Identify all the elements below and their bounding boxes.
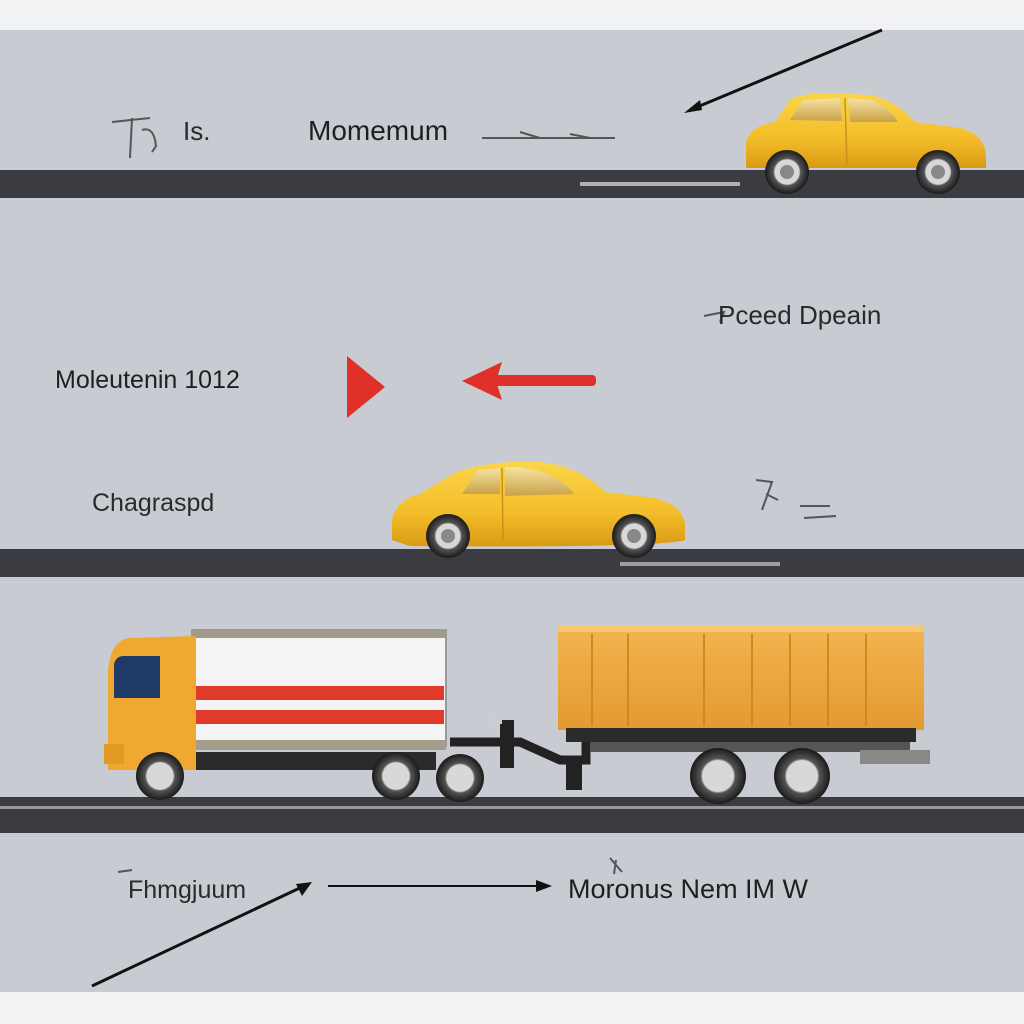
- top-left-mark-label: Is.: [183, 116, 210, 146]
- long-arrow-right-icon: [328, 880, 552, 892]
- top-title-label: Momemum: [308, 115, 448, 146]
- road-middle: [0, 549, 1024, 577]
- red-arrow-right-icon: [347, 356, 385, 418]
- yellow-car-icon: [746, 93, 986, 194]
- container-trailer-icon: [558, 626, 930, 804]
- mid-right-label: Pceed Dpeain: [718, 300, 881, 330]
- bottom-left-label: Fhmgjuum: [128, 876, 246, 904]
- diagonal-arrow-icon: [684, 28, 883, 113]
- box-truck-icon: [104, 629, 484, 802]
- mid-left-label: Moleutenin 1012: [55, 366, 240, 394]
- car-left-label: Chagraspd: [92, 489, 214, 517]
- red-arrow-left-icon: [462, 362, 596, 400]
- bottom-right-label: Moronus Nem IM W: [568, 874, 809, 904]
- scribble-mark: [111, 117, 837, 875]
- diagonal-arrow-bottom-icon: [91, 882, 312, 988]
- yellow-sedan-icon: [392, 461, 685, 558]
- road-top: [0, 170, 1024, 198]
- road-bottom: [0, 797, 1024, 833]
